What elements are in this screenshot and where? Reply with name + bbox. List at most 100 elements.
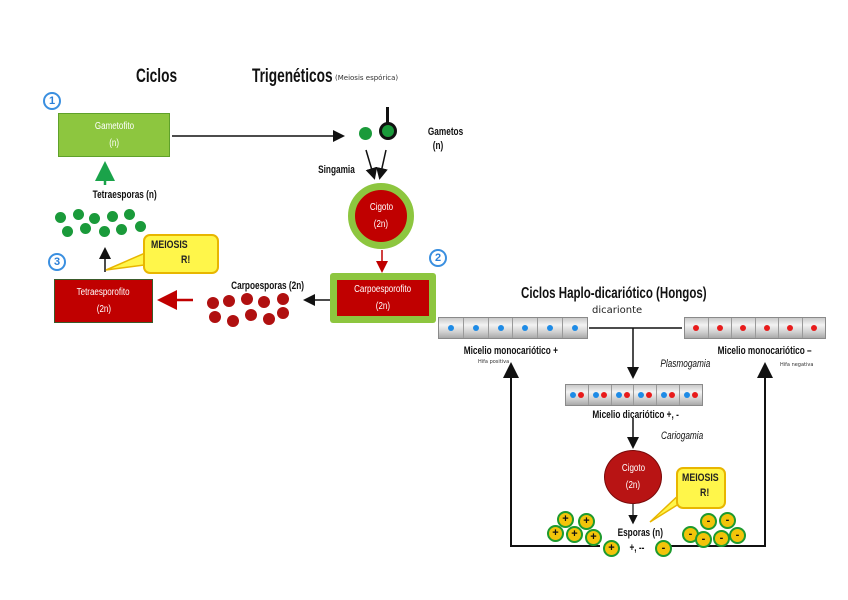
carpoespora-dot: [227, 315, 239, 327]
gamete-male-stalk: [386, 107, 389, 123]
nucleus-positive: [522, 325, 529, 331]
gamete-female-icon: [359, 127, 372, 140]
tetraespora-dot: [80, 223, 91, 234]
nucleus-negative: [740, 325, 747, 331]
gametos-label: Gametos: [427, 126, 464, 138]
nucleus-positive: [592, 392, 599, 398]
nucleus-negative: [692, 392, 699, 398]
nucleus-positive: [447, 325, 454, 331]
spore-negative: -: [713, 530, 730, 547]
carpoespora-dot: [209, 311, 221, 323]
step-number-2: 2: [429, 249, 447, 267]
spore-negative: -: [700, 513, 717, 530]
tetraespora-dot: [116, 224, 127, 235]
hypha-cell: [709, 318, 732, 338]
plasmogamia-label: Plasmogamia: [660, 358, 711, 370]
tetraesporofito-name: Tetraesporofito: [77, 287, 130, 298]
carpoespora-dot: [207, 297, 219, 309]
nucleus-negative: [693, 325, 700, 331]
meiosis-bubble-left-line2: R!: [181, 254, 191, 266]
spore-negative: -: [695, 531, 712, 548]
hypha-cell: [612, 385, 635, 405]
hypha-cell: [538, 318, 564, 338]
micelio-negativo-note: Hifa negativa: [780, 362, 814, 368]
cigoto-left: Cigoto (2n): [348, 183, 414, 249]
nucleus-negative: [600, 392, 607, 398]
esporas-label: Esporas (n): [617, 527, 663, 539]
hypha-cell: [756, 318, 779, 338]
micelio-negativo-label: Micelio monocariótico –: [717, 345, 812, 357]
nucleus-positive: [684, 392, 691, 398]
hypha-cell: [589, 385, 612, 405]
nucleus-negative: [577, 392, 584, 398]
carpoespora-dot: [241, 293, 253, 305]
step-number-3: 3: [48, 253, 66, 271]
nucleus-positive: [569, 392, 576, 398]
nucleus-negative: [763, 325, 770, 331]
carpoespora-dot: [223, 295, 235, 307]
tetraespora-dot: [99, 226, 110, 237]
nucleus-positive: [497, 325, 504, 331]
nucleus-negative: [669, 392, 676, 398]
spore-positive: +: [585, 529, 602, 546]
spore-negative: -: [682, 526, 699, 543]
tetraespora-dot: [73, 209, 84, 220]
meiosis-bubble-right-line1: MEIOSIS: [682, 472, 719, 484]
carpoespora-dot: [277, 293, 289, 305]
nucleus-positive: [638, 392, 645, 398]
hypha-cell: [566, 385, 589, 405]
carpoesporas-group: [205, 293, 290, 329]
micelio-dicariotico-label: Micelio dicariótico +, -: [592, 409, 679, 421]
nucleus-negative: [646, 392, 653, 398]
meiosis-bubble-right-line2: R!: [700, 487, 710, 499]
carpoesporofito-box: Carpoesporofito (2n): [337, 280, 429, 316]
hypha-cell: [513, 318, 539, 338]
cigoto-right-ploidy: (2n): [625, 480, 641, 491]
hypha-cell: [803, 318, 826, 338]
micelio-positivo-strip: [438, 317, 588, 339]
meiosis-bubble-right: MEIOSIS R!: [676, 467, 726, 509]
hypha-cell: [685, 318, 709, 338]
gametofito-ploidy: (n): [109, 138, 119, 149]
return-arrow-positive: [503, 362, 600, 547]
tetraespora-dot: [62, 226, 73, 237]
hypha-cell: [439, 318, 464, 338]
tetraesporofito-ploidy: (2n): [96, 304, 111, 315]
cigoto-right: Cigoto (2n): [604, 450, 662, 504]
nucleus-negative: [716, 325, 723, 331]
cariogamia-label: Cariogamia: [661, 430, 704, 442]
micelio-dicariotico-strip: [565, 384, 703, 406]
tetraesporofito-box: Tetraesporofito (2n): [54, 279, 153, 323]
micelio-negativo-strip: [684, 317, 826, 339]
hypha-cell: [732, 318, 756, 338]
tetraespora-dot: [107, 211, 118, 222]
hypha-cell: [680, 385, 702, 405]
carpoesporofito-name: Carpoesporofito: [354, 284, 412, 295]
nucleus-positive: [472, 325, 479, 331]
nucleus-negative: [787, 325, 794, 331]
carpoespora-dot: [277, 307, 289, 319]
hongos-subtitle: dicarionte: [592, 305, 643, 316]
carpoespora-dot: [263, 313, 275, 325]
nucleus-positive: [615, 392, 622, 398]
gametos-ploidy: (n): [432, 140, 444, 152]
nucleus-negative: [623, 392, 630, 398]
hypha-cell: [634, 385, 658, 405]
arrow-gamete2-to-cigoto: [376, 149, 388, 180]
hypha-cell: [779, 318, 803, 338]
spore-positive: +: [566, 526, 583, 543]
singamia-label: Singamia: [318, 164, 355, 176]
gametofito-name: Gametofito: [94, 121, 134, 132]
nucleus-positive: [547, 325, 554, 331]
tetraespora-dot: [135, 221, 146, 232]
spore-positive: +: [578, 513, 595, 530]
micelio-positivo-label: Micelio monocariótico +: [463, 345, 558, 357]
gamete-male-icon: [379, 122, 397, 140]
spore-negative: -: [729, 527, 746, 544]
carpoesporas-label: Carpoesporas (2n): [231, 280, 305, 292]
carpoespora-dot: [245, 309, 257, 321]
tetraespora-dot: [124, 209, 135, 220]
hypha-cell: [563, 318, 587, 338]
title-note: (Meiosis espórica): [335, 74, 399, 82]
spore-positive: +: [557, 511, 574, 528]
